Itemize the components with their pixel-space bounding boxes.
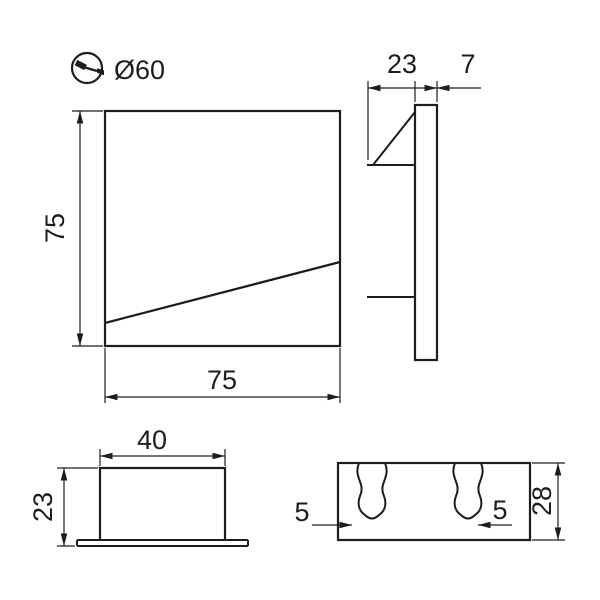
front-view-diagonal-line [104, 260, 341, 325]
left-spring-clip [356, 462, 388, 520]
front-height-dimension: 75 [40, 110, 103, 347]
left-clip-label: 5 [294, 497, 309, 527]
frame-thickness-dimension: 7 [437, 49, 481, 92]
right-clip-dimension: 5 [478, 495, 512, 529]
side-depth-label: 23 [387, 49, 417, 79]
side-depth-dimension: 23 [367, 49, 438, 160]
box-height-label: 23 [28, 492, 58, 522]
right-clip-label: 5 [492, 495, 507, 525]
hole-circle-icon [70, 51, 104, 85]
box-flange [76, 539, 249, 547]
side-view: 23 7 [367, 49, 481, 362]
front-view-outline [103, 109, 342, 348]
box-width-label: 40 [137, 425, 167, 455]
frame-thickness-label: 7 [460, 49, 475, 79]
front-view: 75 75 [40, 109, 342, 403]
box-outline [98, 466, 227, 540]
front-height-label: 75 [40, 213, 70, 243]
side-view-taper-line [372, 111, 416, 166]
right-spring-clip [452, 462, 484, 520]
hole-diameter-label: Ø60 [114, 55, 165, 85]
box-side-view: 5 5 28 [294, 461, 565, 542]
front-width-dimension: 75 [104, 348, 341, 403]
housing-height-label: 28 [527, 486, 557, 516]
side-view-frame-plate [413, 103, 439, 362]
box-height-dimension: 23 [28, 467, 98, 547]
front-width-label: 75 [207, 365, 237, 395]
box-width-dimension: 40 [99, 425, 226, 466]
box-front-view: 40 23 [28, 425, 249, 547]
left-clip-dimension: 5 [294, 497, 352, 529]
hole-diameter-marker: Ø60 [70, 51, 165, 85]
housing-outline [336, 461, 532, 542]
housing-height-dimension: 28 [527, 462, 565, 541]
screwdriver-icon [74, 59, 104, 76]
